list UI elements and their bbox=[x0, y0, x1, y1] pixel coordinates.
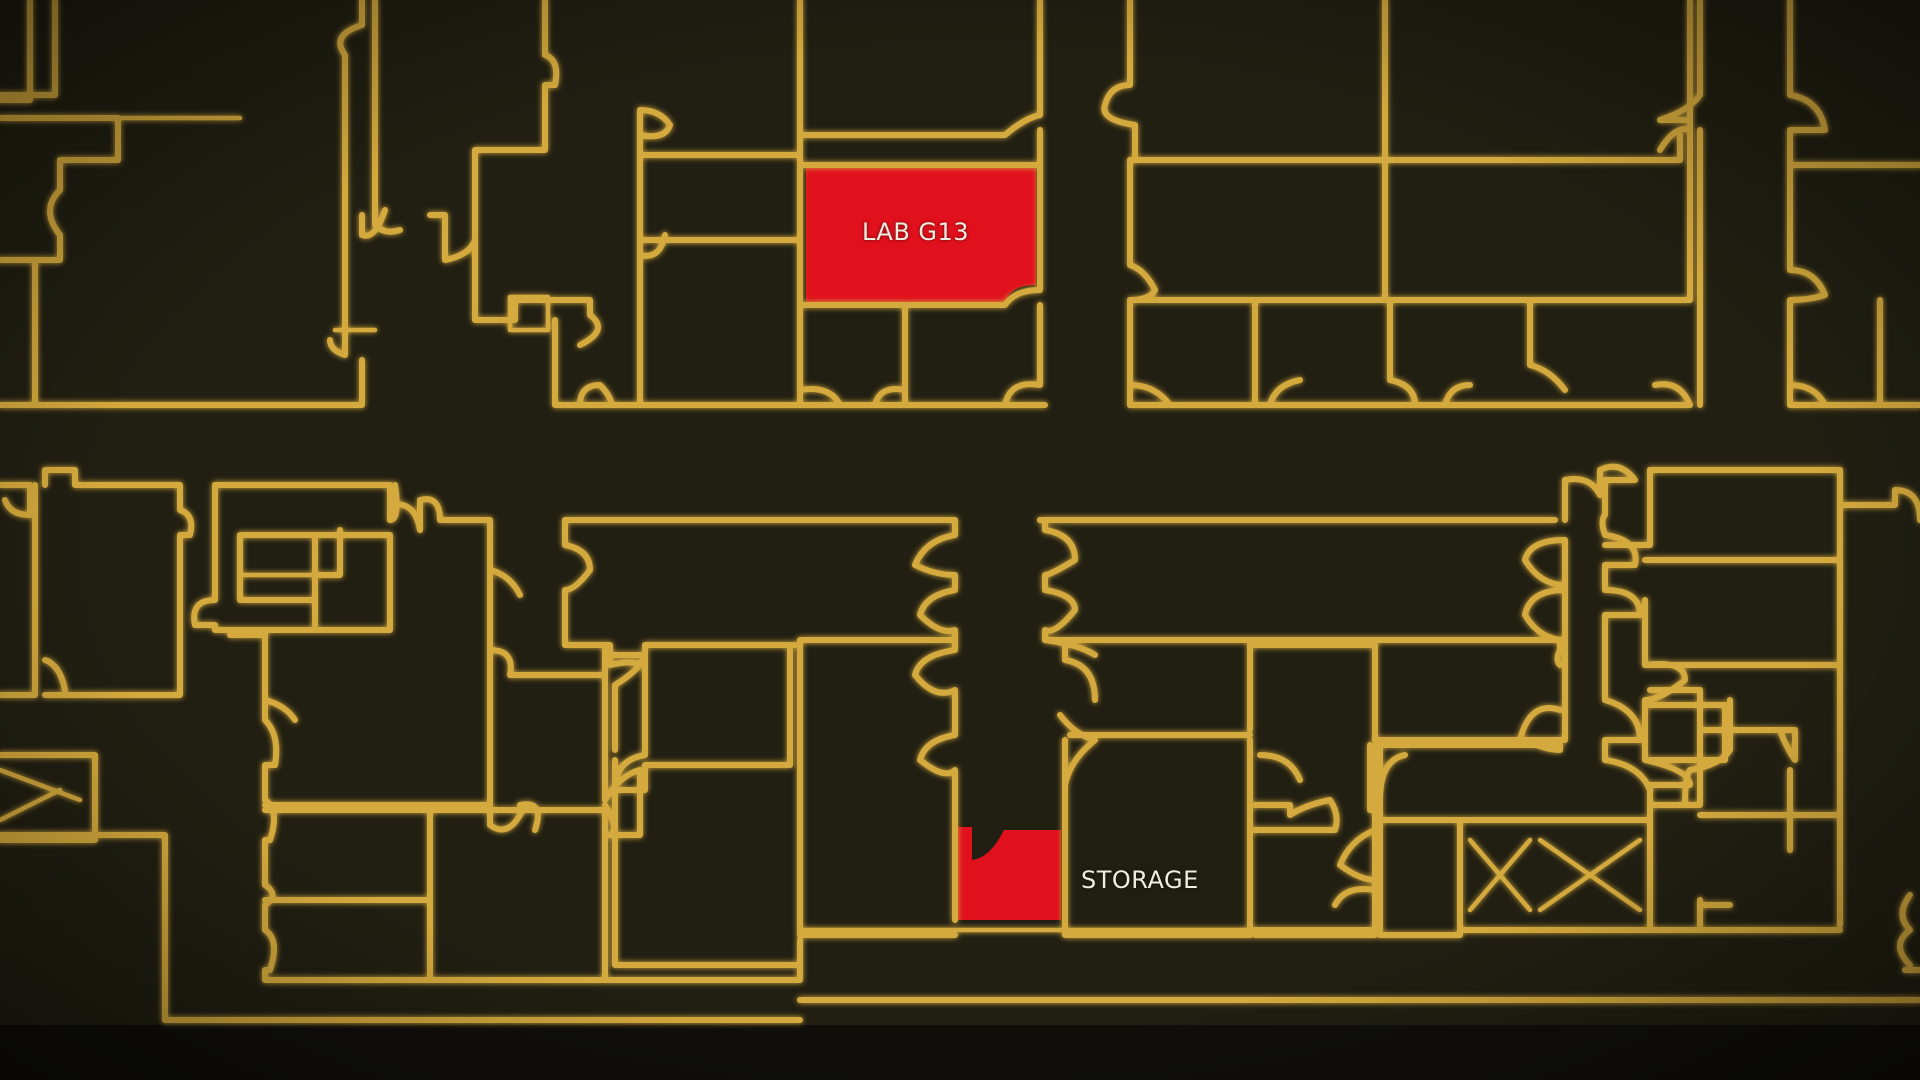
lab-g13-label: LAB G13 bbox=[862, 218, 970, 246]
storage-label: STORAGE bbox=[1081, 866, 1199, 894]
